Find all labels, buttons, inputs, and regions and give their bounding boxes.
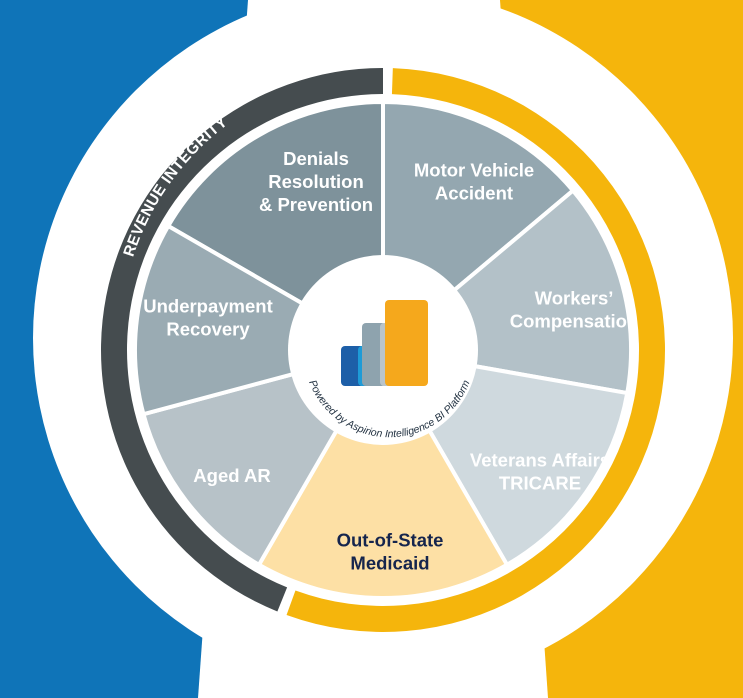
segment-label-line: Workers’ [535, 288, 614, 309]
segment-label-line: Veterans Affairs [470, 450, 610, 471]
segment-label-line: Medicaid [350, 553, 429, 574]
bar-chart-logo-icon [341, 300, 428, 386]
segment-label-workers-comp: Workers’Compensation [510, 288, 638, 332]
segment-label-line: Accident [435, 183, 513, 204]
segment-label-line: & Prevention [259, 194, 373, 215]
segment-label-line: Out-of-State [337, 530, 444, 551]
segment-label-line: Resolution [268, 171, 364, 192]
segment-label-line: Denials [283, 148, 349, 169]
outer-rings [101, 68, 665, 633]
revenue-integrity-ring [101, 68, 383, 612]
segment-label-line: Underpayment [143, 296, 273, 317]
segment-label-line: Recovery [166, 319, 250, 340]
segment-label-line: Compensation [510, 311, 638, 332]
segment-label-line: TRICARE [499, 473, 581, 494]
segment-label-aged-ar: Aged AR [193, 465, 270, 486]
segment-label-line: Motor Vehicle [414, 160, 534, 181]
segment-label-line: Aged AR [193, 465, 270, 486]
logo-bar-5 [385, 300, 428, 386]
